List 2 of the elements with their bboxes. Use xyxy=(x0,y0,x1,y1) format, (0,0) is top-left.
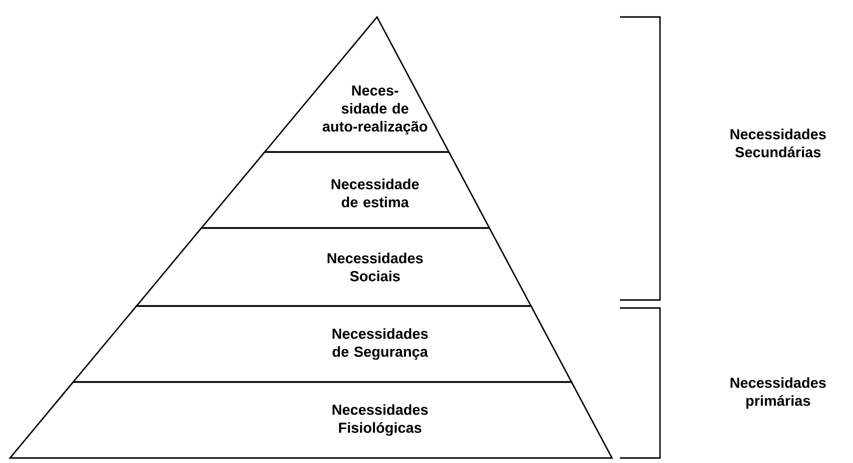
bracket-label: Necessidades Secundárias xyxy=(730,128,826,158)
bracket-label: Necessidades primárias xyxy=(730,377,826,409)
